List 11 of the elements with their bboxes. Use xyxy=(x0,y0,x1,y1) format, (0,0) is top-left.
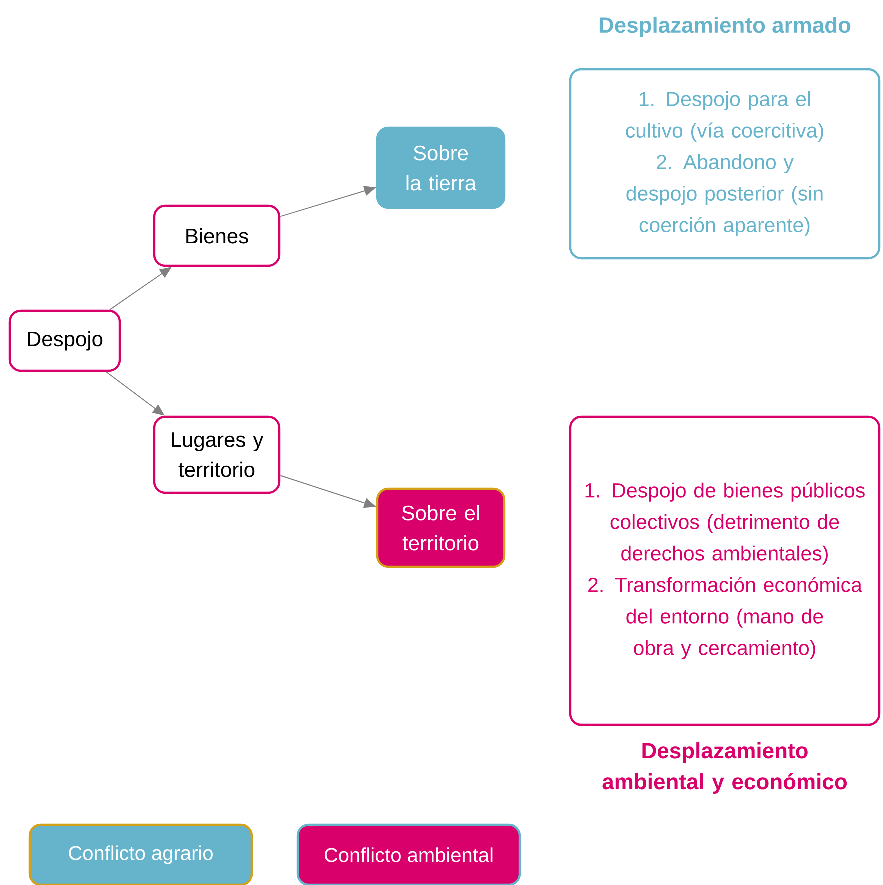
process-box: Lugares y territorio xyxy=(153,416,281,494)
legend-item: Conflicto ambiental xyxy=(296,824,522,885)
list-box: 1. Despojo de bienes públicos colectivos (detrimento de derechos ambientales) 2. Transformación económica del entorno (mano de obra y cercamiento) xyxy=(569,416,881,726)
category-box: Sobre la tierra xyxy=(376,126,506,210)
heading: Desplazamiento armado xyxy=(600,16,851,38)
list-box: 1. Despojo para el cultivo (vía coercitiva) 2. Abandono y despojo posterior (sin coerción aparente) xyxy=(569,68,881,260)
process-box: Despojo xyxy=(8,310,122,372)
category-box: Sobre el territorio xyxy=(376,488,506,568)
legend-item: Conflicto agrario xyxy=(28,824,254,885)
heading: Desplazamiento ambiental y económico xyxy=(602,742,847,794)
process-box: Bienes xyxy=(153,204,281,268)
